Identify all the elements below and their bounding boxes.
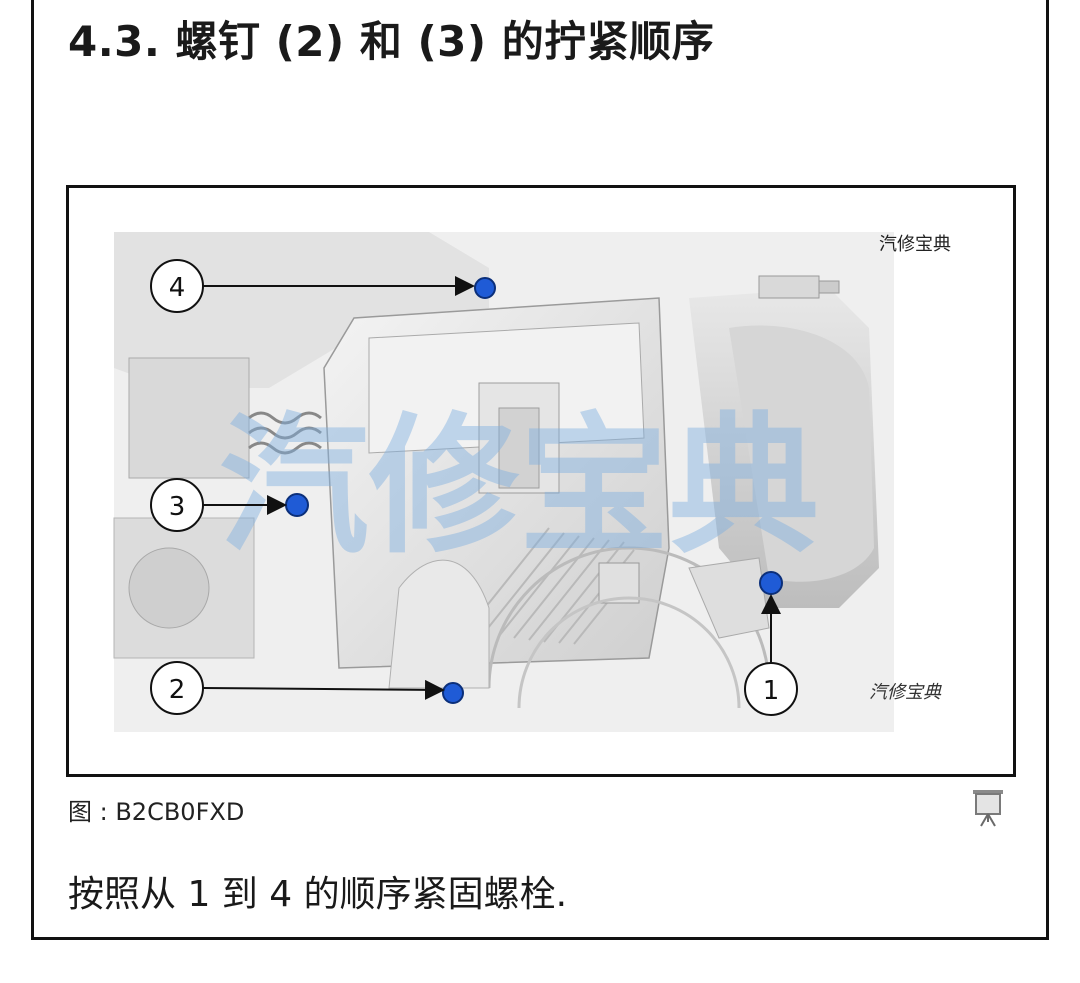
- callout-2: 2: [150, 661, 204, 715]
- callout-1: 1: [744, 662, 798, 716]
- bolt-markers: [285, 277, 783, 704]
- callout-2-label: 2: [169, 675, 186, 705]
- figure-caption: 图 : B2CB0FXD: [68, 798, 245, 826]
- bolt-4: [474, 277, 496, 299]
- bolt-1: [759, 571, 783, 595]
- watermark-top: 汽修宝典: [879, 234, 951, 255]
- bolt-2: [442, 682, 464, 704]
- instruction-text: 按照从 1 到 4 的顺序紧固螺栓.: [68, 874, 568, 915]
- engine-diagram: 汽修宝典 4 3: [113, 232, 951, 732]
- diagram-figure: 汽修宝典 4 3: [66, 185, 1016, 777]
- section-title: 4.3. 螺钉 (2) 和 (3) 的拧紧顺序: [68, 17, 715, 66]
- projector-screen-icon[interactable]: [969, 786, 1009, 828]
- callout-4-label: 4: [169, 273, 186, 303]
- watermark-center: 汽修宝典: [219, 400, 819, 574]
- procedure-card: 4.3. 螺钉 (2) 和 (3) 的拧紧顺序: [31, 0, 1049, 940]
- callout-1-label: 1: [763, 676, 780, 706]
- callout-4: 4: [150, 259, 204, 313]
- callout-3: 3: [150, 478, 204, 532]
- watermark-bottom: 汽修宝典: [869, 682, 942, 703]
- callout-3-label: 3: [169, 492, 186, 522]
- bolt-3: [285, 493, 309, 517]
